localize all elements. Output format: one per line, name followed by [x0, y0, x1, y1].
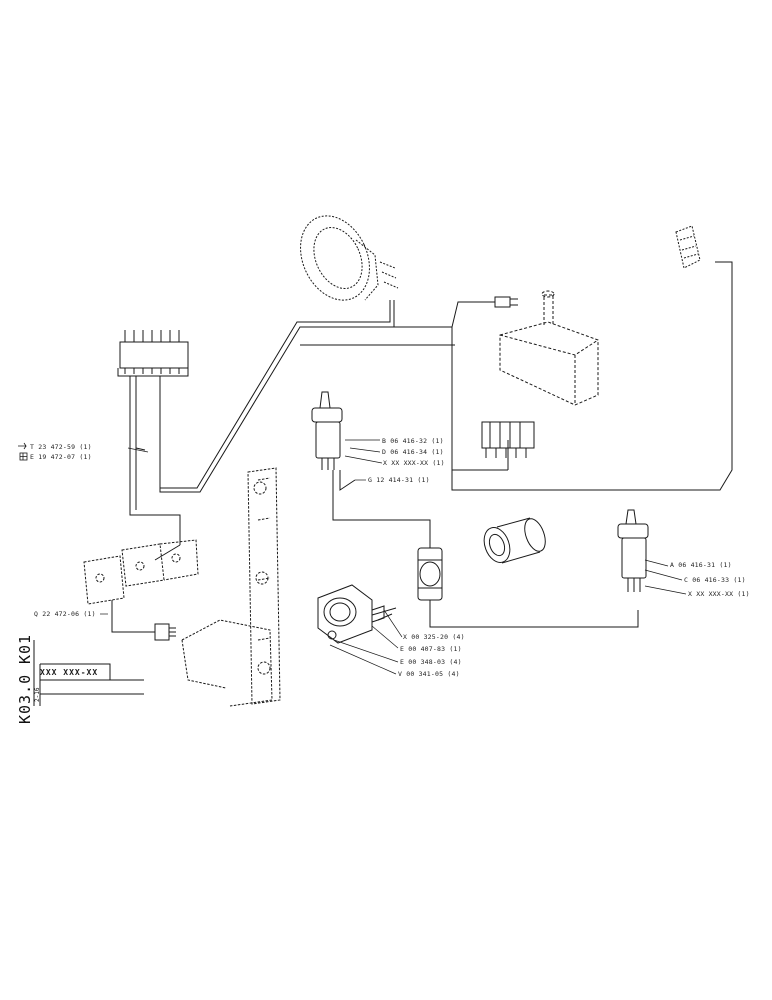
part-label-g: G 12 414-31 (1) — [368, 476, 430, 484]
small-connector — [154, 623, 176, 641]
page-number: 2-16 — [34, 687, 41, 702]
symbol-icons — [18, 442, 28, 461]
part-label-e3: E 00 348-03 (4) — [400, 658, 462, 666]
part-label-c: C 06 416-33 (1) — [684, 576, 746, 584]
harness-cables — [111, 261, 733, 633]
top-right-connector — [675, 225, 701, 269]
title-block-frame — [33, 640, 144, 706]
pedal-bracket-assembly — [181, 467, 281, 707]
socket-with-flange — [317, 584, 397, 644]
leader-lines — [100, 439, 687, 675]
part-label-v: V 00 341-05 (4) — [398, 670, 460, 678]
part-label-b: B 06 416-32 (1) — [382, 437, 444, 445]
title-block-code: XXX XXX-XX — [40, 668, 99, 677]
relay-connector-group — [83, 539, 199, 605]
part-label-x2: X XX XXX-XX (1) — [688, 590, 750, 598]
plug-connector — [494, 296, 518, 308]
toggle-switch-1 — [311, 391, 343, 470]
part-label-q: Q 22 472-06 (1) — [34, 610, 96, 618]
circular-connector — [483, 517, 546, 564]
inline-connector — [417, 547, 443, 601]
main-connector-block — [117, 330, 189, 377]
part-label-x1: X XX XXX-XX (1) — [383, 459, 445, 467]
round-multipin-connector — [300, 215, 399, 301]
side-ref-k03: K03.0 — [16, 673, 34, 724]
part-label-t: T 23 472-59 (1) — [30, 443, 92, 451]
toggle-switch-2 — [617, 509, 649, 592]
side-ref-k01: K01 — [16, 633, 34, 664]
part-label-e2: E 00 407-83 (1) — [400, 645, 462, 653]
part-label-d: D 06 416-34 (1) — [382, 448, 444, 456]
part-label-x3: X 00 325-20 (4) — [403, 633, 465, 641]
terminal-block — [481, 421, 535, 458]
control-box — [499, 290, 599, 406]
part-label-a: A 06 416-31 (1) — [670, 561, 732, 569]
part-label-e1: E 19 472-07 (1) — [30, 453, 92, 461]
